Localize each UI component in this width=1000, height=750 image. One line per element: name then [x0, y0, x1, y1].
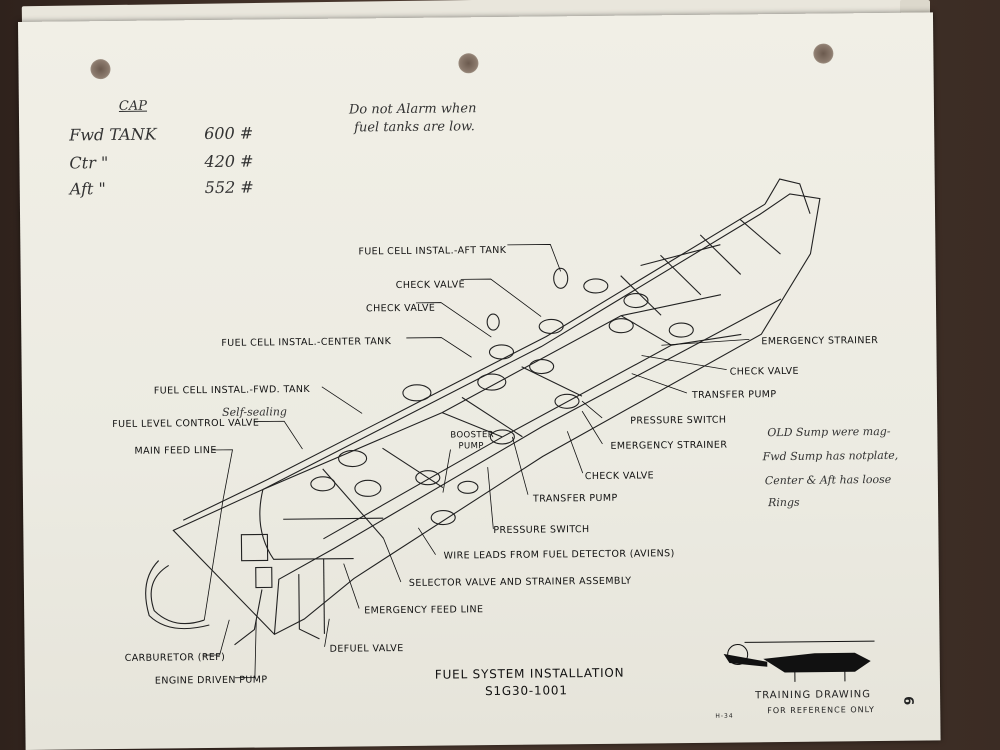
fuel-system-drawing [145, 178, 875, 682]
label-fuel-cell-center: FUEL CELL INSTAL.-CENTER TANK [221, 336, 392, 349]
label-check-valve: CHECK VALVE [365, 302, 436, 315]
label-carburetor: CARBURETOR (REF) [124, 651, 226, 664]
document-page: CAP Fwd TANK 600 # Ctr " 420 # Aft " 552… [18, 12, 941, 750]
label-defuel-valve: DEFUEL VALVE [329, 642, 404, 655]
label-emergency-strainer: EMERGENCY STRAINER [761, 335, 879, 348]
drawing-code: H-34 [715, 712, 734, 720]
label-fuel-cell-fwd: FUEL CELL INSTAL.-FWD. TANK [153, 383, 311, 397]
label-check-valve: CHECK VALVE [729, 365, 799, 378]
label-pressure-switch: PRESSURE SWITCH [493, 524, 590, 537]
label-check-valve: CHECK VALVE [584, 470, 655, 483]
drawing-title: FUEL SYSTEM INSTALLATION [434, 665, 625, 682]
helicopter-logo [723, 640, 875, 682]
label-engine-driven-pump: ENGINE DRIVEN PUMP [154, 674, 268, 687]
label-main-feed-line: MAIN FEED LINE [134, 444, 217, 457]
label-transfer-pump: TRANSFER PUMP [532, 492, 618, 505]
label-pressure-switch: PRESSURE SWITCH [630, 414, 727, 427]
drawing-number: S1G30-1001 [484, 683, 568, 699]
reference-only-label: FOR REFERENCE ONLY [767, 705, 875, 716]
training-drawing-label: TRAINING DRAWING [755, 689, 872, 702]
label-transfer-pump: TRANSFER PUMP [691, 389, 777, 401]
label-fuel-cell-aft: FUEL CELL INSTAL.-AFT TANK [358, 244, 507, 258]
label-check-valve: CHECK VALVE [395, 279, 466, 292]
label-emergency-feed-line: EMERGENCY FEED LINE [364, 604, 484, 617]
label-emergency-strainer: EMERGENCY STRAINER [610, 439, 728, 452]
page-number: 9 [902, 695, 918, 706]
label-booster-pump: PUMP [458, 441, 484, 452]
label-booster-pump: BOOSTER [450, 430, 495, 441]
label-fuel-level-control-valve: FUEL LEVEL CONTROL VALVE [112, 417, 260, 431]
label-selector-valve: SELECTOR VALVE AND STRAINER ASSEMBLY [408, 575, 632, 589]
